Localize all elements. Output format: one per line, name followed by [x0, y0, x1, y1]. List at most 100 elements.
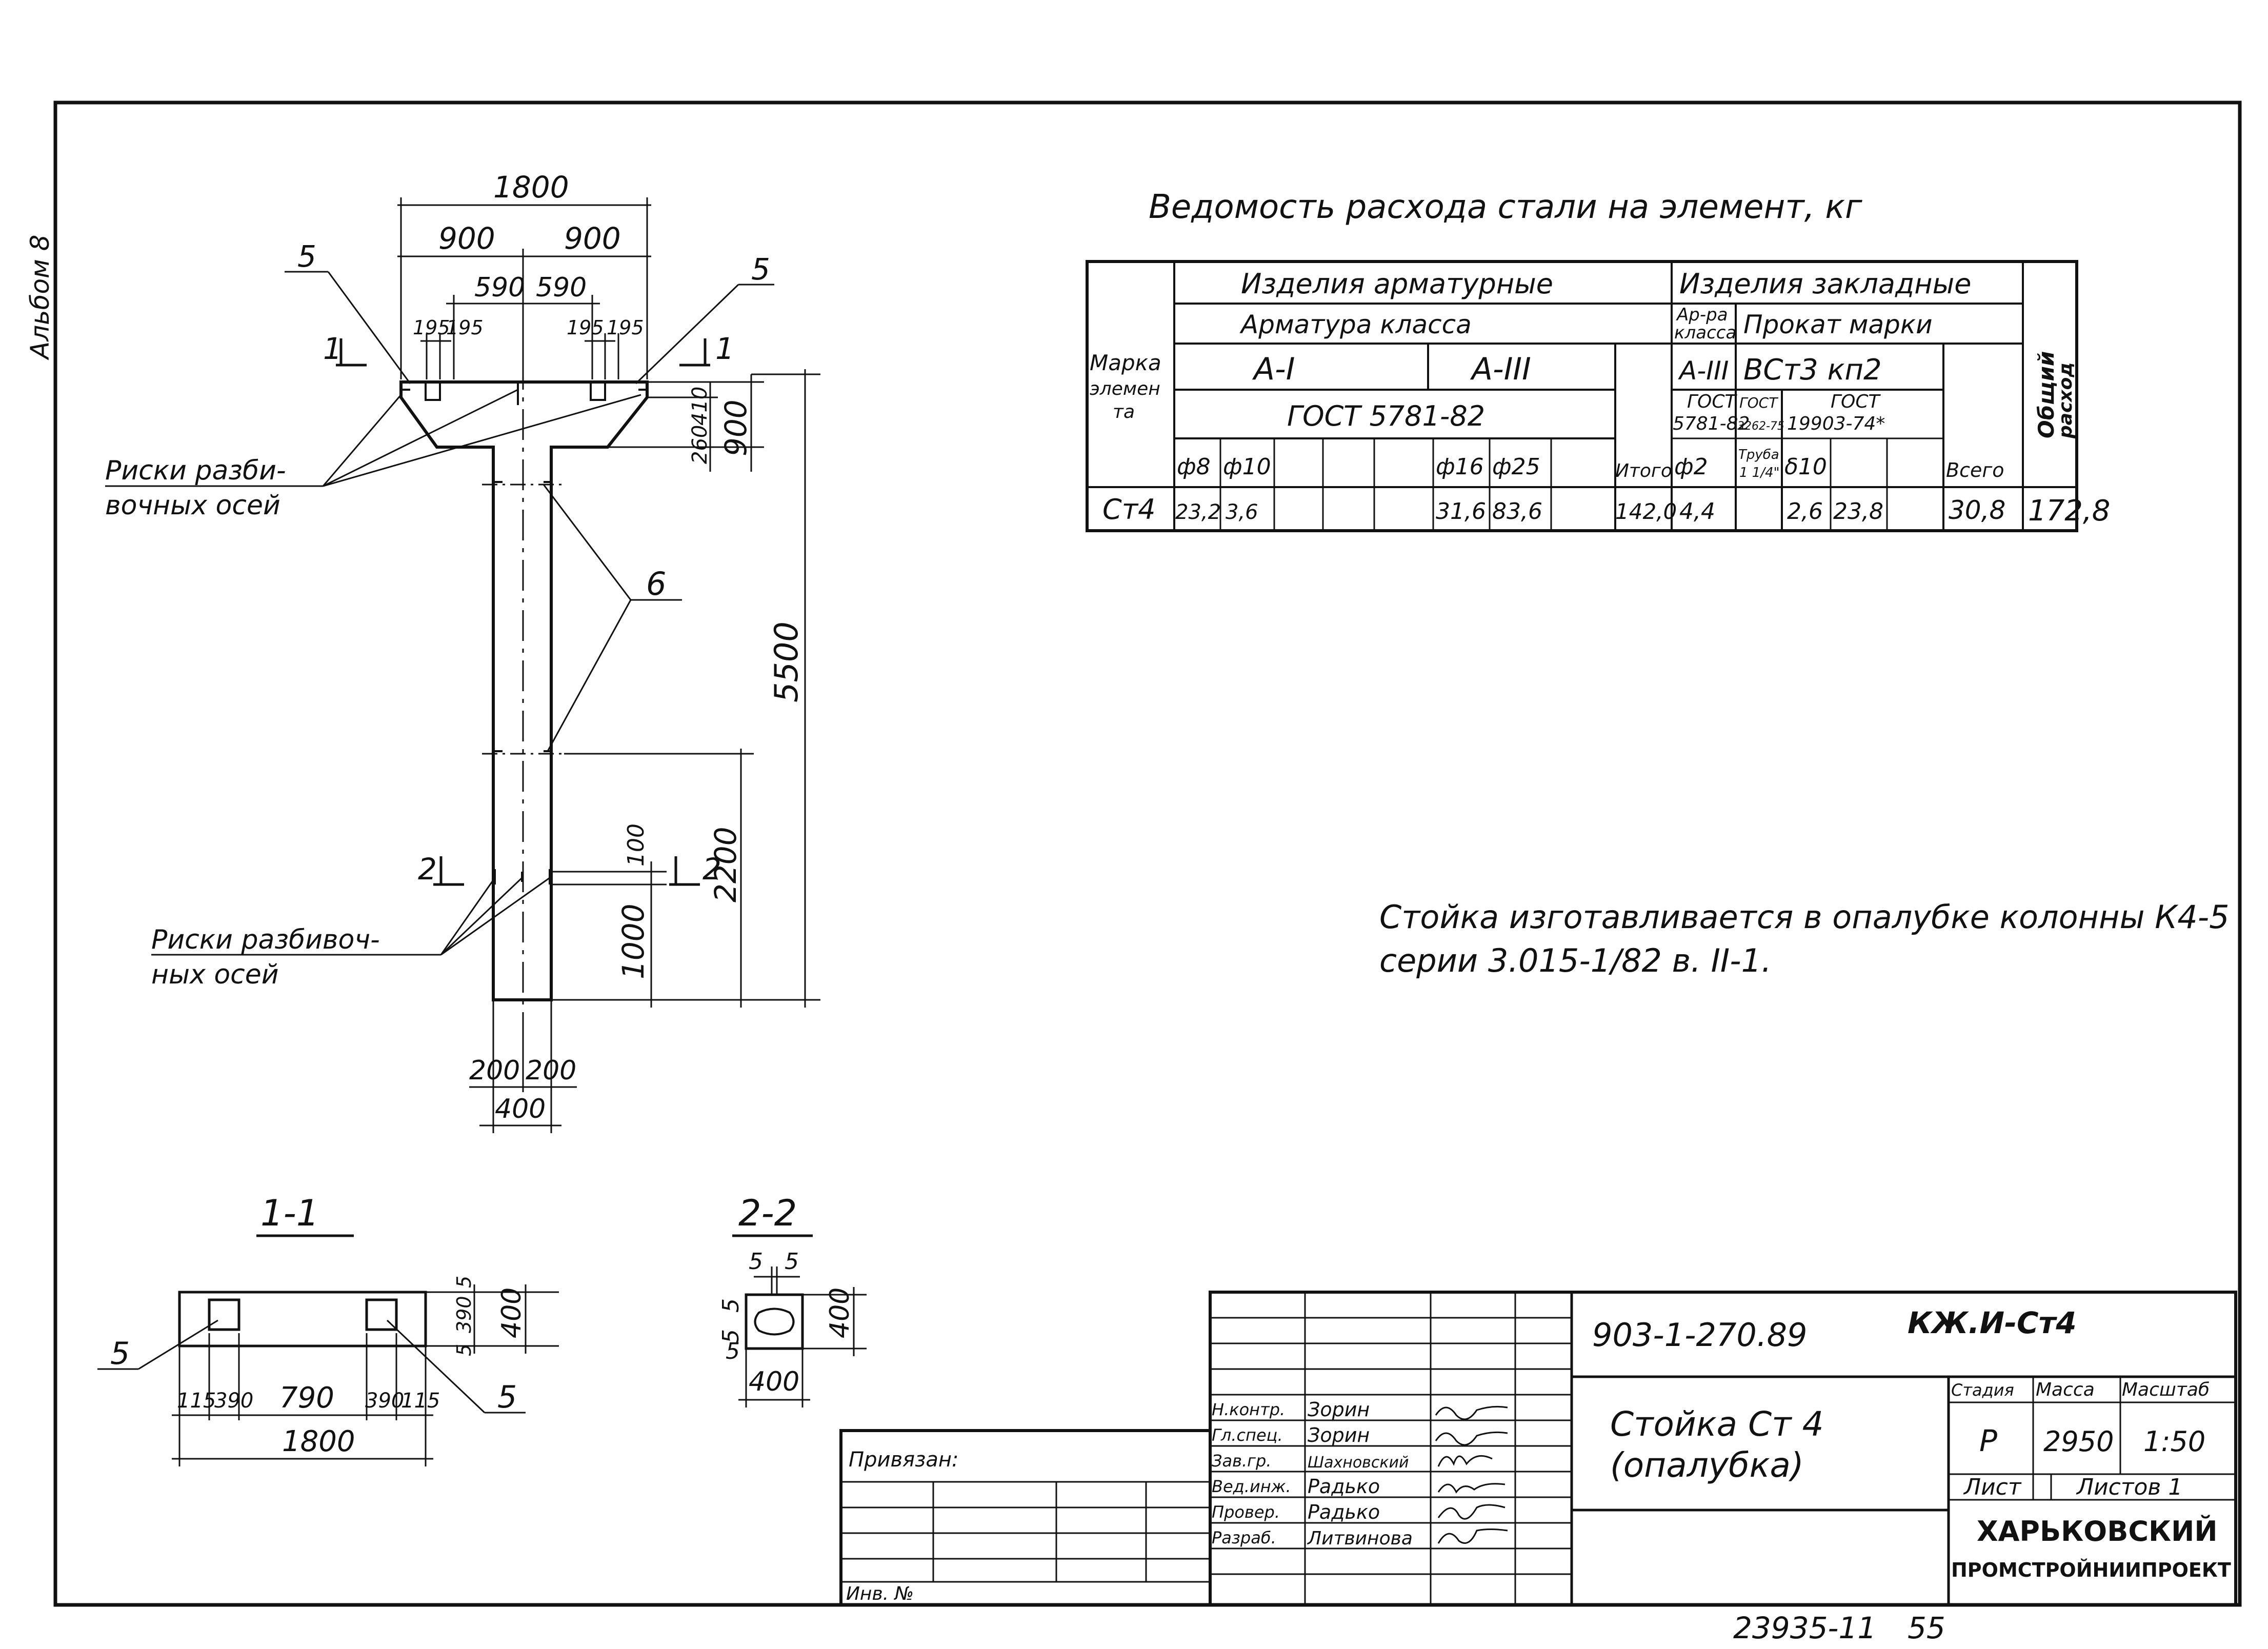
- doc-code: 903-1-270.89: [1592, 1316, 1807, 1354]
- col-itogo: Итого: [1615, 460, 1672, 481]
- gost-4-1: ГОСТ: [1831, 391, 1881, 412]
- col-d25: ф25: [1492, 454, 1540, 480]
- org-line-2: ПРОМСТРОЙНИИПРОЕКТ: [1951, 1559, 2231, 1581]
- h-armatura-klassa: Арматура класса: [1239, 310, 1472, 339]
- role-1: Гл.спец.: [1212, 1425, 1283, 1445]
- section-2-2: 2-2 5 5 5 5 5 400 400: [718, 1192, 867, 1407]
- massa-header: Масса: [2036, 1379, 2095, 1400]
- s11-dim-115-right: 115: [401, 1389, 440, 1413]
- signature-4: [1437, 1504, 1506, 1520]
- name-3: Радько: [1308, 1475, 1380, 1498]
- note-line-2: серии 3.015-1/82 в. II-1.: [1379, 942, 1772, 979]
- s11-dim-115-left: 115: [177, 1389, 216, 1413]
- cls-vst: ВСт3 кп2: [1743, 353, 1882, 387]
- riski-top-line2: вочных осей: [105, 490, 280, 521]
- drawing-title-1: Стойка Ст 4: [1610, 1404, 1824, 1444]
- h-prokat: Прокат марки: [1743, 310, 1933, 339]
- role-5: Разраб.: [1212, 1528, 1276, 1547]
- col-truba-1: Труба: [1738, 447, 1779, 462]
- name-4: Радько: [1308, 1501, 1380, 1523]
- col-d2: ф2: [1674, 454, 1708, 480]
- cut-2-left: 2: [418, 852, 437, 887]
- cut-1-left: 1: [323, 331, 342, 366]
- steel-consumption-table: Ведомость расхода стали на элемент, кг И: [1086, 188, 2110, 532]
- h-obshiy-2: расход: [2055, 363, 2076, 439]
- s11-dim-790: 790: [279, 1381, 334, 1415]
- h-marka-1: Марка: [1090, 350, 1161, 375]
- h-obshiy-1: Общий: [2034, 351, 2059, 438]
- row-d10: 3,6: [1226, 500, 1258, 524]
- col-vsego: Всего: [1946, 459, 2004, 481]
- album-label: Альбом 8: [25, 235, 55, 360]
- inv-label: Инв. №: [846, 1583, 914, 1604]
- dim-100: 100: [623, 823, 649, 867]
- cls-a3b: А-III: [1678, 356, 1729, 386]
- masshtab-header: Масштаб: [2122, 1379, 2210, 1400]
- stadia-value: Р: [1979, 1423, 1997, 1458]
- s11-position-5-left: 5: [110, 1336, 130, 1372]
- dim-200-left: 200: [469, 1055, 520, 1086]
- s11-dim-5-top: 5: [453, 1276, 475, 1288]
- signature-5: [1437, 1529, 1508, 1544]
- footer-page-number: 55: [1908, 1611, 1945, 1645]
- role-4: Провер.: [1212, 1502, 1280, 1522]
- masshtab-value: 1:50: [2143, 1425, 2205, 1458]
- row-itogo: 142,0: [1615, 499, 1677, 524]
- dim-900-vertical: 900: [718, 399, 753, 456]
- h-zakladnye: Изделия закладные: [1679, 268, 1971, 300]
- s11-dim-390-v: 390: [453, 1296, 475, 1333]
- gost-2-1: ГОСТ: [1687, 391, 1738, 412]
- riski-top-line1: Риски разби-: [105, 455, 286, 486]
- s11-dim-390-left: 390: [214, 1389, 253, 1413]
- table-title: Ведомость расхода стали на элемент, кг: [1149, 188, 1862, 226]
- position-6: 6: [646, 565, 666, 602]
- h-armatura: Изделия арматурные: [1241, 268, 1553, 300]
- gost-4-2: 19903-74*: [1787, 413, 1885, 434]
- signature-3: [1437, 1483, 1506, 1494]
- massa-value: 2950: [2043, 1425, 2114, 1458]
- dim-5500: 5500: [768, 621, 805, 702]
- row-d25: 83,6: [1492, 498, 1542, 525]
- gost-2-2: 5781-82: [1673, 413, 1750, 434]
- gost-3-1: ГОСТ: [1739, 394, 1778, 411]
- cut-2-right: 2: [703, 852, 721, 887]
- gost-5781: ГОСТ 5781-82: [1287, 400, 1485, 432]
- drawing-title-2: (опалубка): [1610, 1445, 1804, 1485]
- column-outline: [399, 380, 649, 1001]
- role-3: Вед.инж.: [1212, 1477, 1291, 1496]
- s11-dim-5-bottom: 5: [453, 1344, 475, 1356]
- dim-900-left: 900: [438, 221, 495, 256]
- gost-3-2: 3262-75: [1737, 420, 1784, 433]
- col-d16: ф16: [1436, 454, 1484, 480]
- name-0: Зорин: [1308, 1398, 1370, 1421]
- col-d10: ф10: [1223, 454, 1271, 480]
- listov-label: Листов 1: [2076, 1474, 2182, 1500]
- riski-bottom-line2: ных осей: [151, 959, 279, 990]
- col-truba-2: 1 1/4": [1739, 465, 1780, 480]
- col-delta10: δ10: [1784, 454, 1827, 480]
- s22-dim-5-b: 5: [785, 1249, 799, 1275]
- h-marka-2: элемен: [1090, 378, 1160, 399]
- h-marka-3: та: [1113, 401, 1135, 423]
- role-0: Н.контр.: [1212, 1400, 1285, 1419]
- s11-dim-400: 400: [496, 1288, 527, 1338]
- section-1-1: 1-1 115 390 790 390 115 1800 5 390 5 400…: [97, 1192, 559, 1466]
- list-label: Лист: [1963, 1474, 2022, 1500]
- position-5-right: 5: [751, 252, 770, 287]
- position-5-left: 5: [297, 239, 316, 274]
- name-5: Литвинова: [1307, 1528, 1413, 1549]
- dim-410: 410: [688, 387, 712, 426]
- s22-dim-5-c: 5: [718, 1298, 744, 1313]
- s22-dim-400-v: 400: [825, 1288, 855, 1338]
- dim-195-3: 195: [567, 316, 604, 339]
- dim-260: 260: [688, 425, 712, 464]
- dim-900-right: 900: [564, 221, 621, 256]
- riski-bottom-line1: Риски разбивоч-: [151, 924, 380, 955]
- row-vsego: 30,8: [1949, 495, 2005, 525]
- h-ar-ra-2: класса: [1674, 323, 1736, 343]
- s22-dim-5-d: 5: [718, 1329, 744, 1343]
- dim-2200: 2200: [708, 827, 743, 902]
- row-truba: 2,6: [1787, 498, 1823, 525]
- s11-dim-390-right: 390: [365, 1389, 404, 1413]
- dim-195-1: 195: [413, 316, 450, 339]
